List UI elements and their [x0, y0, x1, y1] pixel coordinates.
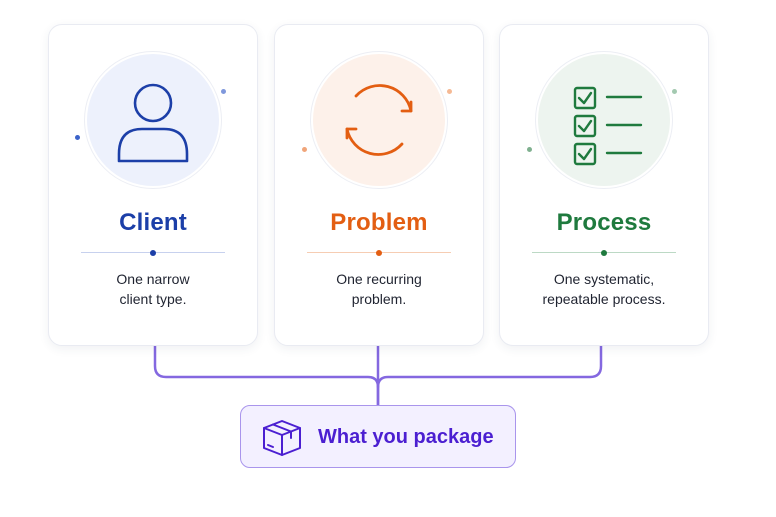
divider-dot [601, 250, 607, 256]
divider-dot [150, 250, 156, 256]
decor-dot [527, 147, 532, 152]
icon-circle [87, 54, 219, 186]
card-title: Problem [330, 209, 428, 236]
icon-circle [538, 54, 670, 186]
refresh-cycle-icon [345, 84, 413, 156]
decor-dot [672, 89, 677, 94]
description-line: problem. [351, 291, 407, 307]
decor-dot [221, 89, 226, 94]
card-description: One recurring problem. [275, 269, 483, 309]
package-label: What you package [318, 426, 494, 448]
card-description: One systematic, repeatable process. [500, 269, 708, 309]
card-process: Process One systematic, repeatable proce… [499, 24, 709, 346]
description-line: One narrow [116, 271, 190, 287]
description-line: One recurring [336, 271, 422, 287]
decor-dot [75, 135, 80, 140]
decor-dot [447, 89, 452, 94]
icon-ring [310, 51, 448, 189]
user-icon [117, 83, 189, 163]
description-line: One systematic, [553, 271, 655, 287]
card-title: Process [556, 209, 652, 236]
icon-circle [313, 54, 445, 186]
card-client: Client One narrow client type. [48, 24, 258, 346]
description-line: client type. [119, 291, 187, 307]
card-title: Client [119, 209, 187, 236]
package-box-icon [263, 420, 301, 456]
decor-dot [302, 147, 307, 152]
icon-ring [535, 51, 673, 189]
checklist-icon [573, 86, 643, 166]
card-problem: Problem One recurring problem. [274, 24, 484, 346]
description-line: repeatable process. [542, 291, 666, 307]
package-box: What you package [240, 405, 516, 468]
icon-ring [84, 51, 222, 189]
card-description: One narrow client type. [49, 269, 257, 309]
divider-dot [376, 250, 382, 256]
